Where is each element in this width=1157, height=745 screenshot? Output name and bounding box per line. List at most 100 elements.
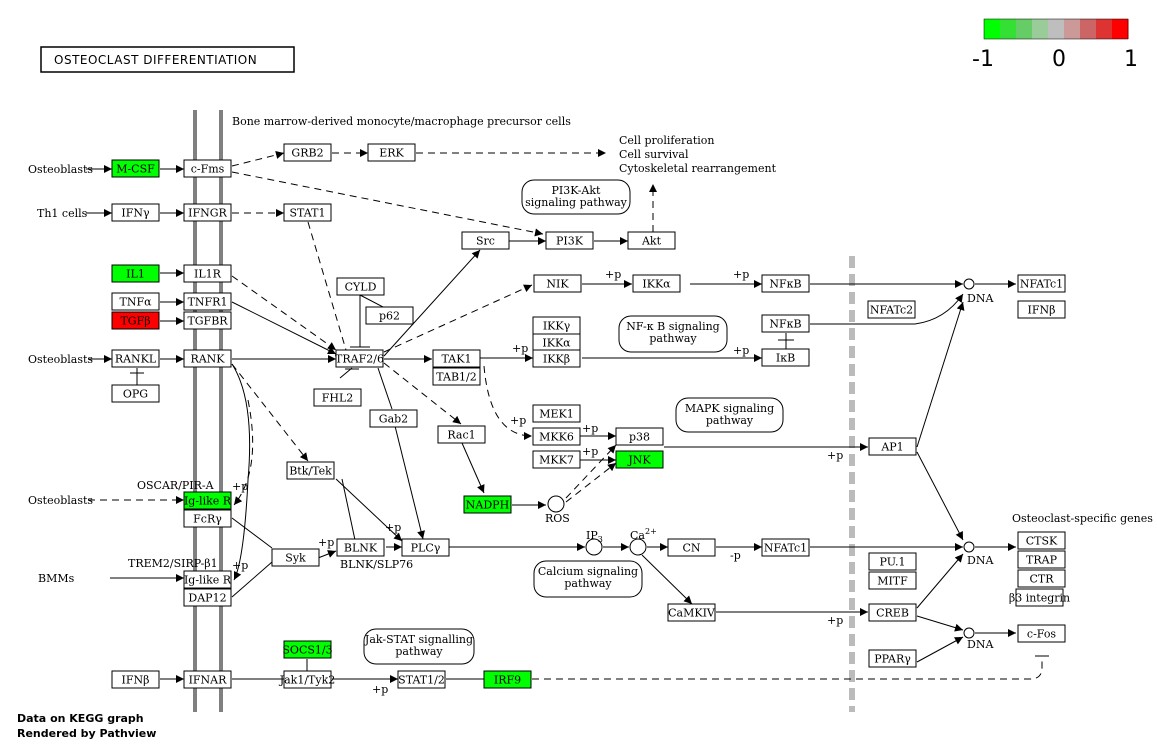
gene-node-cfos[interactable]: c-Fos [1017,624,1066,643]
gene-node-tnfa[interactable]: TNFα [111,292,160,311]
gene-node-cfms[interactable]: c-Fms [183,159,232,178]
gene-node-p62[interactable]: p62 [365,306,414,325]
gene-node-il1[interactable]: IL1 [111,264,160,283]
gene-node-jnk[interactable]: JNK [615,450,664,469]
gene-box[interactable] [867,300,916,319]
gene-box[interactable] [313,388,362,407]
gene-box[interactable] [483,670,532,689]
gene-node-plcy[interactable]: PLCγ [401,538,450,557]
gene-node-cyld[interactable]: CYLD [336,277,385,296]
gene-node-ifnar[interactable]: IFNAR [183,670,232,689]
gene-node-stat12[interactable]: STAT1/2 [397,670,446,689]
gene-box[interactable] [283,203,332,222]
gene-node-pparg[interactable]: PPARγ [868,649,917,668]
gene-node-tgfbr[interactable]: TGFBR [183,311,232,330]
gene-node-gab2[interactable]: Gab2 [369,409,418,428]
gene-box[interactable] [397,670,446,689]
gene-box[interactable] [761,348,810,367]
gene-box[interactable] [401,538,450,557]
gene-node-camkiv[interactable]: CaMKIV [667,603,716,622]
gene-box[interactable] [183,588,232,607]
gene-box[interactable] [283,640,332,659]
gene-box[interactable] [545,231,594,250]
gene-box[interactable] [761,538,810,557]
pathway-box[interactable] [618,315,728,353]
gene-node-nfatc1a[interactable]: NFATc1 [1017,274,1066,293]
gene-node-tgfb[interactable]: TGFβ [111,311,160,330]
gene-node-nfkb2[interactable]: NFκB [761,314,810,333]
gene-box[interactable] [283,143,332,162]
gene-node-rac1[interactable]: Rac1 [437,425,486,444]
gene-node-pu1[interactable]: PU.1 [868,552,917,571]
gene-box[interactable] [532,404,581,423]
gene-node-nik[interactable]: NIK [533,274,582,293]
gene-box[interactable] [111,311,160,330]
gene-box[interactable] [615,450,664,469]
gene-node-cn[interactable]: CN [667,538,716,557]
gene-node-jak1[interactable]: Jak1/Tyk2 [279,670,336,689]
gene-box[interactable] [1017,550,1066,569]
gene-node-trap[interactable]: TRAP [1017,550,1066,569]
gene-node-p38[interactable]: p38 [615,427,664,446]
gene-box[interactable] [1017,569,1066,588]
gene-node-nadph[interactable]: NADPH [463,495,512,514]
gene-box[interactable] [627,231,676,250]
gene-node-erk[interactable]: ERK [367,143,416,162]
gene-node-ikka[interactable]: IKKα [632,274,681,293]
gene-node-fcry[interactable]: FcRγ [183,509,232,528]
gene-box[interactable] [761,274,810,293]
gene-box[interactable] [111,159,160,178]
gene-node-ap1[interactable]: AP1 [868,437,917,456]
gene-box[interactable] [283,670,332,689]
gene-box[interactable] [432,349,481,368]
gene-box[interactable] [111,384,160,403]
gene-box[interactable] [868,437,917,456]
gene-box[interactable] [1015,588,1064,607]
pathway-box[interactable] [521,179,631,215]
gene-box[interactable] [1017,274,1066,293]
gene-box[interactable] [183,292,232,311]
gene-box[interactable] [183,264,232,283]
gene-box[interactable] [183,670,232,689]
gene-box[interactable] [183,491,232,510]
gene-box[interactable] [369,409,418,428]
gene-box[interactable] [183,203,232,222]
gene-node-nfatc2[interactable]: NFATc2 [867,300,916,319]
gene-box[interactable] [532,427,581,446]
gene-node-grb2[interactable]: GRB2 [283,143,332,162]
gene-node-irf9[interactable]: IRF9 [483,670,532,689]
gene-box[interactable] [183,311,232,330]
gene-box[interactable] [667,603,716,622]
gene-node-blnk[interactable]: BLNK [336,538,385,557]
gene-box[interactable] [336,277,385,296]
gene-box[interactable] [437,425,486,444]
gene-node-btktek[interactable]: Btk/Tek [286,461,335,480]
gene-node-dap12[interactable]: DAP12 [183,588,232,607]
gene-node-ifnb2[interactable]: IFNβ [1017,300,1066,319]
gene-box[interactable] [868,649,917,668]
gene-box[interactable] [1017,624,1066,643]
gene-node-nfkb1[interactable]: NFκB [761,274,810,293]
gene-box[interactable] [632,274,681,293]
gene-box[interactable] [183,159,232,178]
gene-box[interactable] [615,427,664,446]
gene-node-ikkb[interactable]: IKKβ [532,349,581,368]
gene-box[interactable] [761,314,810,333]
gene-box[interactable] [286,461,335,480]
gene-box[interactable] [432,367,481,386]
gene-node-tab12[interactable]: TAB1/2 [432,367,481,386]
gene-node-mkk7[interactable]: MKK7 [532,450,581,469]
gene-box[interactable] [532,349,581,368]
gene-node-ifny[interactable]: IFNγ [111,203,160,222]
gene-node-syk[interactable]: Syk [271,548,320,567]
gene-node-b3int[interactable]: β3 integrin [1009,588,1070,607]
gene-node-ifnb1[interactable]: IFNβ [111,670,160,689]
gene-node-nfatc1b[interactable]: NFATc1 [761,538,810,557]
gene-node-ifngr[interactable]: IFNGR [183,203,232,222]
gene-box[interactable] [271,548,320,567]
gene-node-mcsf[interactable]: M-CSF [111,159,160,178]
gene-box[interactable] [183,570,232,589]
gene-box[interactable] [111,264,160,283]
gene-node-rank[interactable]: RANK [183,349,232,368]
